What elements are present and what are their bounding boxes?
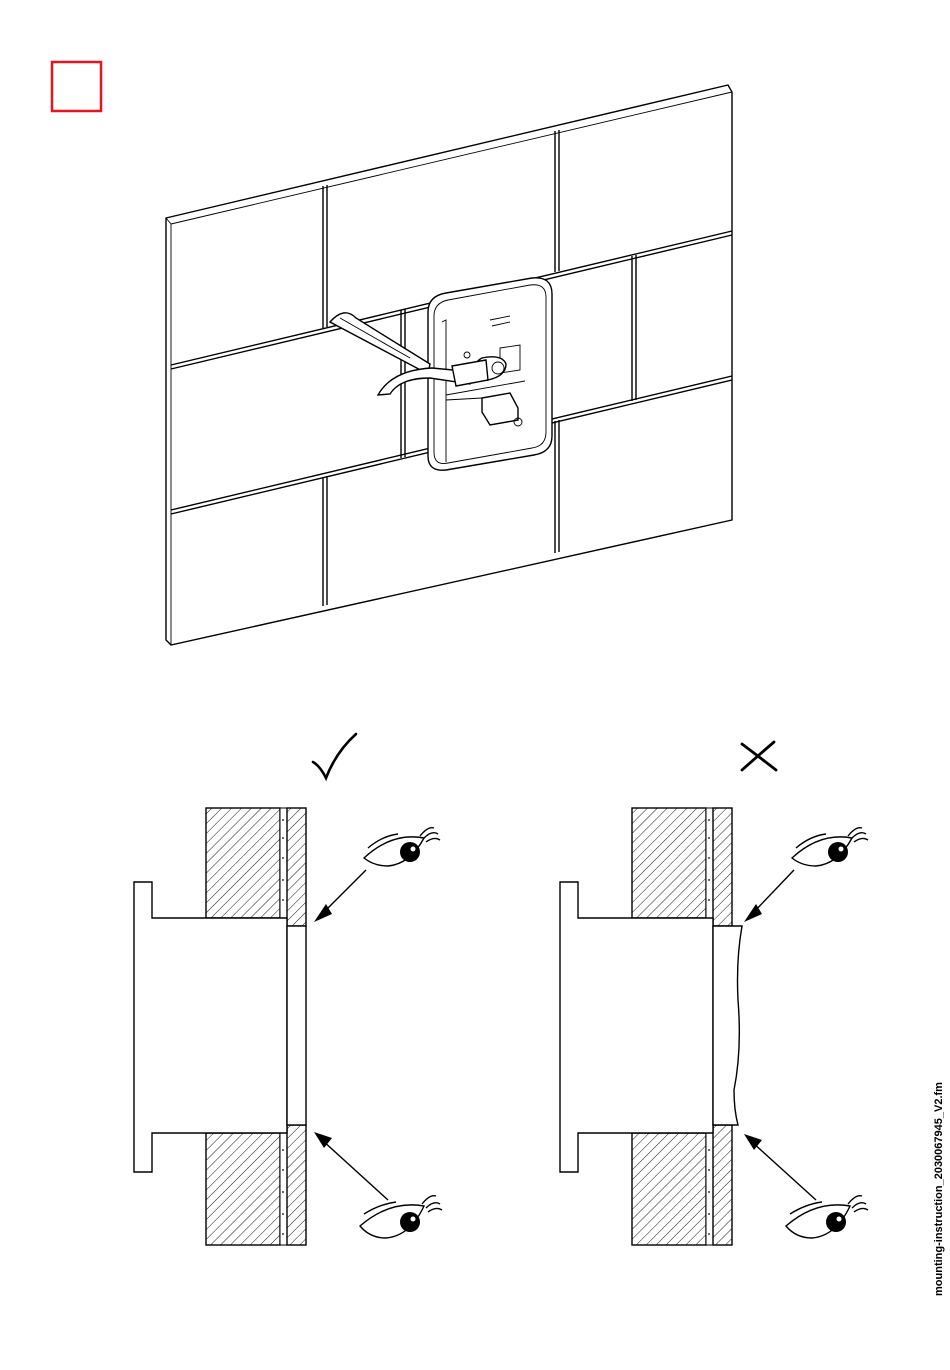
section-wrong — [560, 742, 868, 1245]
section-correct — [134, 734, 442, 1245]
eye-icon-upper-left — [364, 828, 440, 866]
step-marker-box — [52, 62, 101, 111]
cross-icon — [742, 742, 776, 770]
eye-icon-lower-left — [360, 1196, 442, 1238]
document-reference: mounting-instruction_2030067945_V2.fm — [933, 1082, 945, 1296]
checkmark-icon — [313, 734, 356, 778]
eye-icon-lower-right — [786, 1196, 868, 1238]
eye-icon-upper-right — [792, 828, 868, 866]
